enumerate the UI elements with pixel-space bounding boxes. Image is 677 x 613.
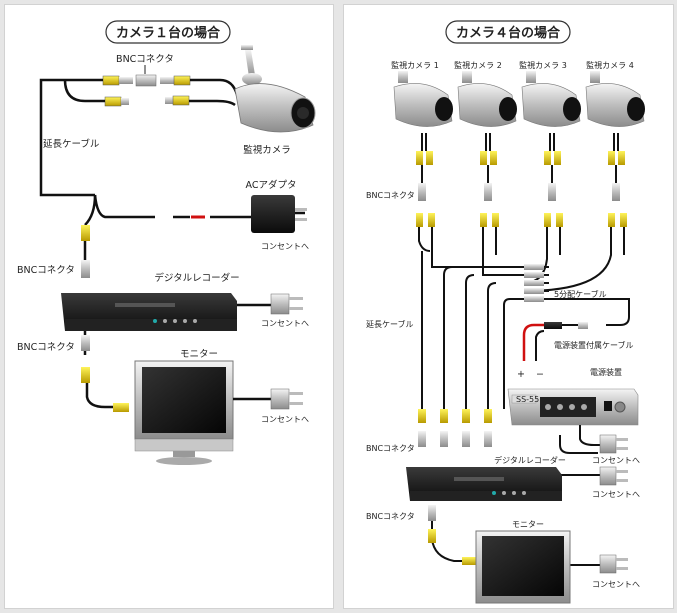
recorder-icon bbox=[61, 293, 237, 331]
outlet-recorder-label-right: コンセントへ bbox=[592, 490, 640, 499]
monitor-label: モニター bbox=[180, 349, 218, 360]
title-badge-right bbox=[445, 20, 571, 44]
recorder-icon-right bbox=[406, 467, 562, 501]
monitor-icon bbox=[134, 360, 234, 465]
bnc-bottom-label: BNCコネクタ bbox=[17, 342, 75, 353]
camera-4-label: 監視カメラ 4 bbox=[586, 60, 634, 70]
bnc-connector-bottom-right bbox=[428, 505, 476, 565]
ac-adapter-icon bbox=[251, 195, 307, 233]
bnc-top-label-right: BNCコネクタ bbox=[366, 191, 415, 200]
outlet-adapter-label: コンセントへ bbox=[261, 242, 309, 251]
psu-cable-label: 電源装置付属ケーブル bbox=[554, 340, 634, 350]
camera-icon-4 bbox=[585, 71, 645, 127]
psu-cable bbox=[522, 322, 588, 361]
left-panel: カメラ１台の場合 BNCコネクタ 延長ケーブル bbox=[4, 4, 334, 609]
outlet-monitor-label: コンセントへ bbox=[261, 415, 309, 424]
psu-model: SS-55 bbox=[516, 395, 539, 404]
camera-icon bbox=[234, 45, 316, 133]
monitor-icon-right bbox=[475, 530, 571, 604]
cables-right bbox=[418, 165, 630, 566]
title-badge bbox=[105, 20, 231, 44]
bnc-bottom-label-right: BNCコネクタ bbox=[366, 512, 415, 521]
left-diagram: カメラ１台の場合 BNCコネクタ 延長ケーブル bbox=[17, 20, 316, 465]
monitor-label-right: モニター bbox=[512, 520, 544, 529]
recorder-label: デジタルレコーダー bbox=[154, 272, 239, 284]
camera-icon-3 bbox=[521, 71, 581, 127]
bnc-mid-label-right: BNCコネクタ bbox=[366, 444, 415, 453]
bnc-top-label: BNCコネクタ bbox=[116, 54, 174, 65]
plus-label: + bbox=[517, 369, 525, 380]
right-title: カメラ４台の場合 bbox=[456, 25, 561, 41]
bnc-connector-bottom bbox=[81, 335, 129, 412]
bnc-connector-top bbox=[102, 74, 191, 107]
plug-icon-recorder bbox=[270, 293, 303, 315]
ac-adapter-label: ACアダプタ bbox=[246, 179, 297, 191]
left-title: カメラ１台の場合 bbox=[116, 25, 221, 41]
extension-cable-label: 延長ケーブル bbox=[43, 138, 100, 150]
camera-label: 監視カメラ bbox=[243, 144, 291, 156]
right-diagram: カメラ４台の場合 監視カメラ 1 監視カメラ 2 監視カメラ 3 監視カメラ 4 bbox=[366, 20, 645, 604]
psu-label: 電源装置 bbox=[590, 367, 622, 377]
camera-2-label: 監視カメラ 2 bbox=[454, 60, 502, 70]
recorder-label-right: デジタルレコーダー bbox=[494, 455, 566, 465]
minus-label: − bbox=[536, 369, 544, 380]
right-panel: カメラ４台の場合 監視カメラ 1 監視カメラ 2 監視カメラ 3 監視カメラ 4 bbox=[343, 4, 674, 609]
camera-connectors bbox=[416, 133, 627, 227]
power-supply-icon bbox=[507, 388, 639, 426]
camera-icon-1 bbox=[393, 71, 453, 127]
plug-icon-psu bbox=[579, 425, 628, 454]
plug-icon-monitor bbox=[233, 388, 303, 410]
camera-3-label: 監視カメラ 3 bbox=[519, 60, 567, 70]
plug-icon-recorder-right bbox=[599, 466, 628, 486]
outlet-monitor-label-right: コンセントへ bbox=[592, 580, 640, 589]
split-cable-label: 5分配ケーブル bbox=[554, 289, 607, 299]
camera-icon-2 bbox=[457, 71, 517, 127]
camera-1-label: 監視カメラ 1 bbox=[391, 60, 439, 70]
bnc-connector-mid-right bbox=[418, 409, 492, 447]
split-connectors bbox=[524, 264, 544, 302]
bnc-mid-label: BNCコネクタ bbox=[17, 265, 75, 276]
outlet-psu-label: コンセントへ bbox=[592, 456, 640, 465]
extension-cable-label-right: 延長ケーブル bbox=[366, 319, 414, 329]
outlet-recorder-label: コンセントへ bbox=[261, 319, 309, 328]
bnc-connector-mid bbox=[81, 225, 90, 278]
plug-icon-monitor-right bbox=[599, 554, 628, 574]
